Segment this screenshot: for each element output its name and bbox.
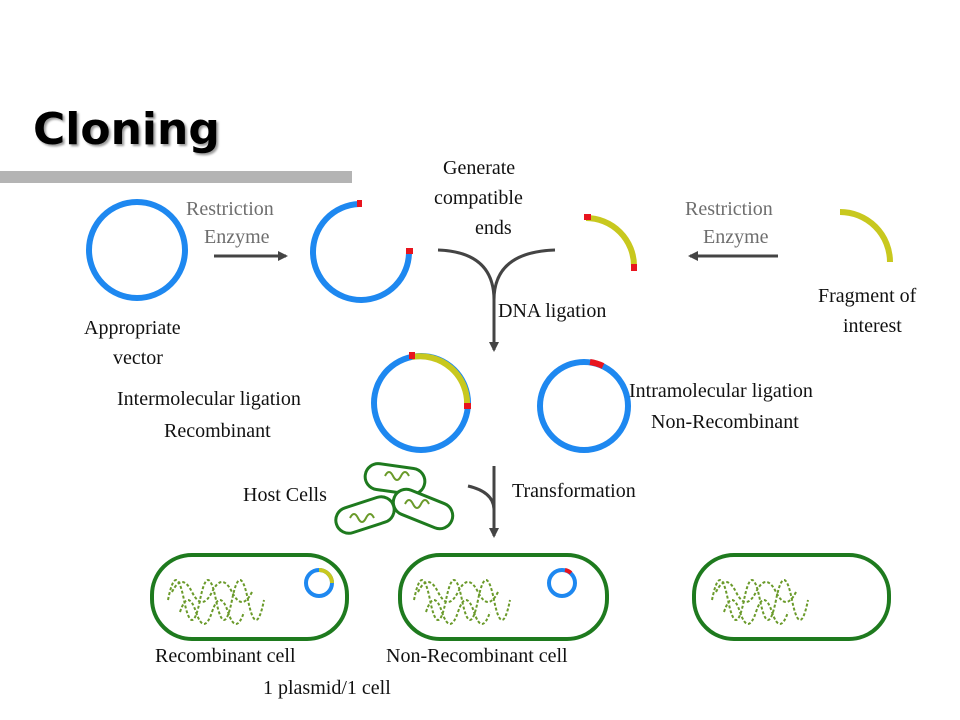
cell-plasmid-insert (318, 568, 334, 584)
recombinant-cell-label: Recombinant cell (155, 645, 296, 667)
chromosome (711, 579, 809, 625)
non-recombinant-cell-label: Non-Recombinant cell (386, 645, 568, 667)
generate-label-2: compatible (434, 187, 523, 209)
intermolecular-label: Intermolecular ligation (117, 388, 301, 410)
enzyme-left-label-2: Enzyme (204, 226, 270, 248)
vector-label-1: Appropriate (84, 317, 181, 339)
enzyme-right-label-2: Enzyme (703, 226, 769, 248)
host-cells-label: Host Cells (243, 484, 327, 506)
non-recombinant-cell (398, 553, 609, 641)
chromosome (413, 579, 511, 625)
cut-site-marker (564, 568, 573, 575)
dna-ligation-label: DNA ligation (498, 300, 607, 322)
cut-site-marker (357, 200, 362, 207)
fragment-label-1: Fragment of (818, 285, 917, 307)
cut-site-marker (464, 403, 471, 409)
plasmid-per-cell-label: 1 plasmid/1 cell (263, 677, 391, 699)
cell-non-recombinant-plasmid (547, 568, 577, 598)
vector-plasmid (86, 199, 188, 301)
cut-fragment (585, 215, 637, 267)
chromosome (167, 579, 265, 625)
cut-vector (310, 201, 412, 303)
cut-site-marker (631, 264, 637, 271)
cut-site-marker (584, 214, 591, 220)
non-recombinant-label: Non-Recombinant (651, 411, 799, 433)
host-cell (391, 487, 455, 531)
cut-site-marker (406, 248, 413, 254)
transformation-label: Transformation (512, 480, 636, 502)
transformation-bracket (467, 484, 496, 511)
host-cell (334, 495, 396, 535)
fragment-label-2: interest (843, 315, 902, 337)
enzyme-left-label-1: Restriction (186, 198, 274, 220)
empty-cell (692, 553, 891, 641)
recombinant-insert (411, 353, 471, 407)
cut-site-marker (589, 359, 605, 369)
generate-label-1: Generate (443, 157, 516, 179)
non-recombinant-plasmid (537, 359, 631, 453)
merge-bracket (437, 248, 556, 301)
cut-site-marker (409, 352, 415, 359)
enzyme-right-label-1: Restriction (685, 198, 773, 220)
recombinant-label: Recombinant (164, 420, 271, 442)
title-underline-bar (0, 171, 352, 183)
intramolecular-label: Intramolecular ligation (629, 380, 813, 402)
fragment-of-interest (839, 209, 893, 263)
slide-title: Cloning (33, 104, 220, 155)
generate-label-3: ends (475, 217, 512, 239)
host-cells-group (334, 462, 455, 535)
vector-label-2: vector (113, 347, 163, 369)
